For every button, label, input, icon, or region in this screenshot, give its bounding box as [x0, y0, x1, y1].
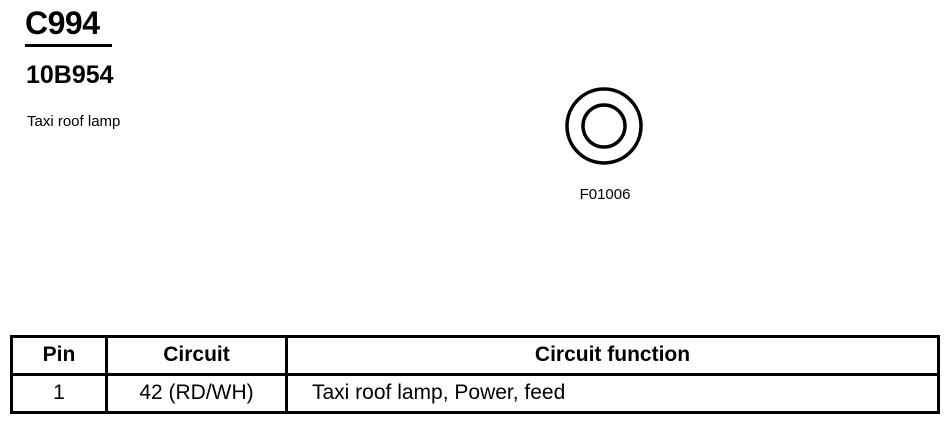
- pin-table: Pin Circuit Circuit function 1 42 (RD/WH…: [10, 335, 940, 414]
- figure-code: F01006: [579, 186, 631, 203]
- connector-inner-ring: [581, 103, 627, 149]
- connector-description: Taxi roof lamp: [27, 113, 121, 130]
- header-circuit-function: Circuit function: [285, 335, 940, 376]
- cell-pin: 1: [10, 373, 108, 414]
- header-circuit: Circuit: [105, 335, 288, 376]
- cell-circuit-function: Taxi roof lamp, Power, feed: [285, 373, 940, 414]
- connector-face-icon: [565, 87, 643, 165]
- part-number: 10B954: [26, 61, 114, 89]
- connector-outer-ring: [565, 87, 643, 165]
- table-header-row: Pin Circuit Circuit function: [10, 335, 940, 376]
- table-row: 1 42 (RD/WH) Taxi roof lamp, Power, feed: [10, 373, 940, 414]
- cell-circuit: 42 (RD/WH): [105, 373, 288, 414]
- header-pin: Pin: [10, 335, 108, 376]
- connector-id-underline: [25, 44, 112, 47]
- connector-id: C994: [25, 5, 100, 41]
